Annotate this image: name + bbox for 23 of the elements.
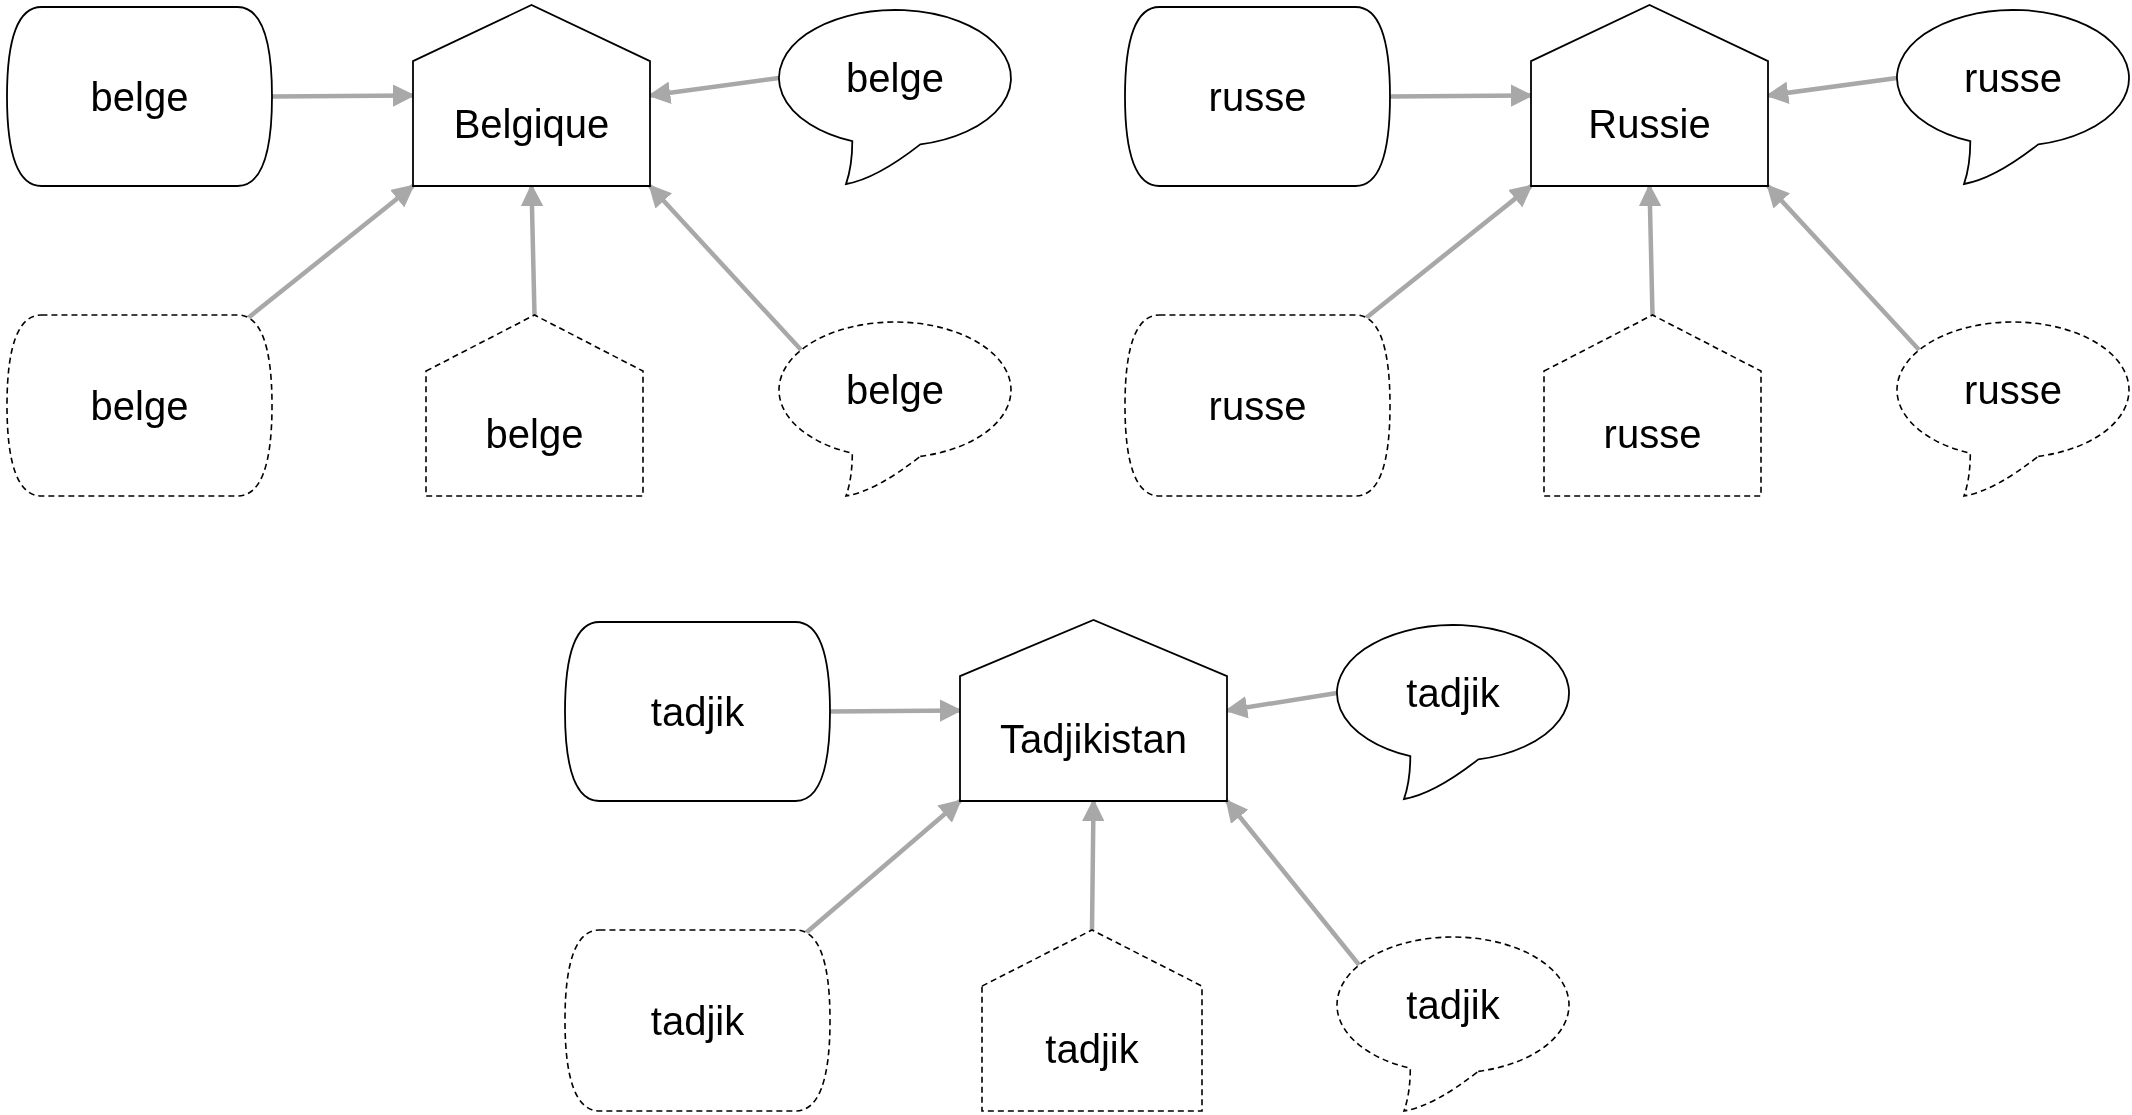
node-label: Russie: [1588, 104, 1711, 145]
arrow: [1766, 184, 1921, 352]
node-label: belge: [90, 76, 189, 117]
node-label: russe: [1603, 414, 1702, 455]
node-label: Belgique: [453, 104, 610, 145]
node-label: russe: [1208, 385, 1307, 426]
node-label: russe: [1964, 370, 2062, 410]
arrow: [1225, 799, 1361, 967]
node-label: tadjik: [650, 1000, 745, 1041]
node-label: tadjik: [1406, 673, 1500, 713]
node-label: belge: [846, 370, 944, 410]
node-label: belge: [90, 385, 189, 426]
node-label: belge: [485, 414, 584, 455]
node-label: russe: [1964, 58, 2062, 98]
arrow: [1362, 184, 1533, 322]
node-label: belge: [846, 58, 944, 98]
node-label: tadjik: [1406, 985, 1500, 1025]
node-label: russe: [1208, 76, 1307, 117]
arrow: [244, 184, 415, 322]
node-label: Tadjikistan: [1000, 719, 1187, 760]
node-label: tadjik: [1045, 1029, 1139, 1070]
node-label: tadjik: [650, 691, 745, 732]
arrow: [648, 184, 803, 352]
